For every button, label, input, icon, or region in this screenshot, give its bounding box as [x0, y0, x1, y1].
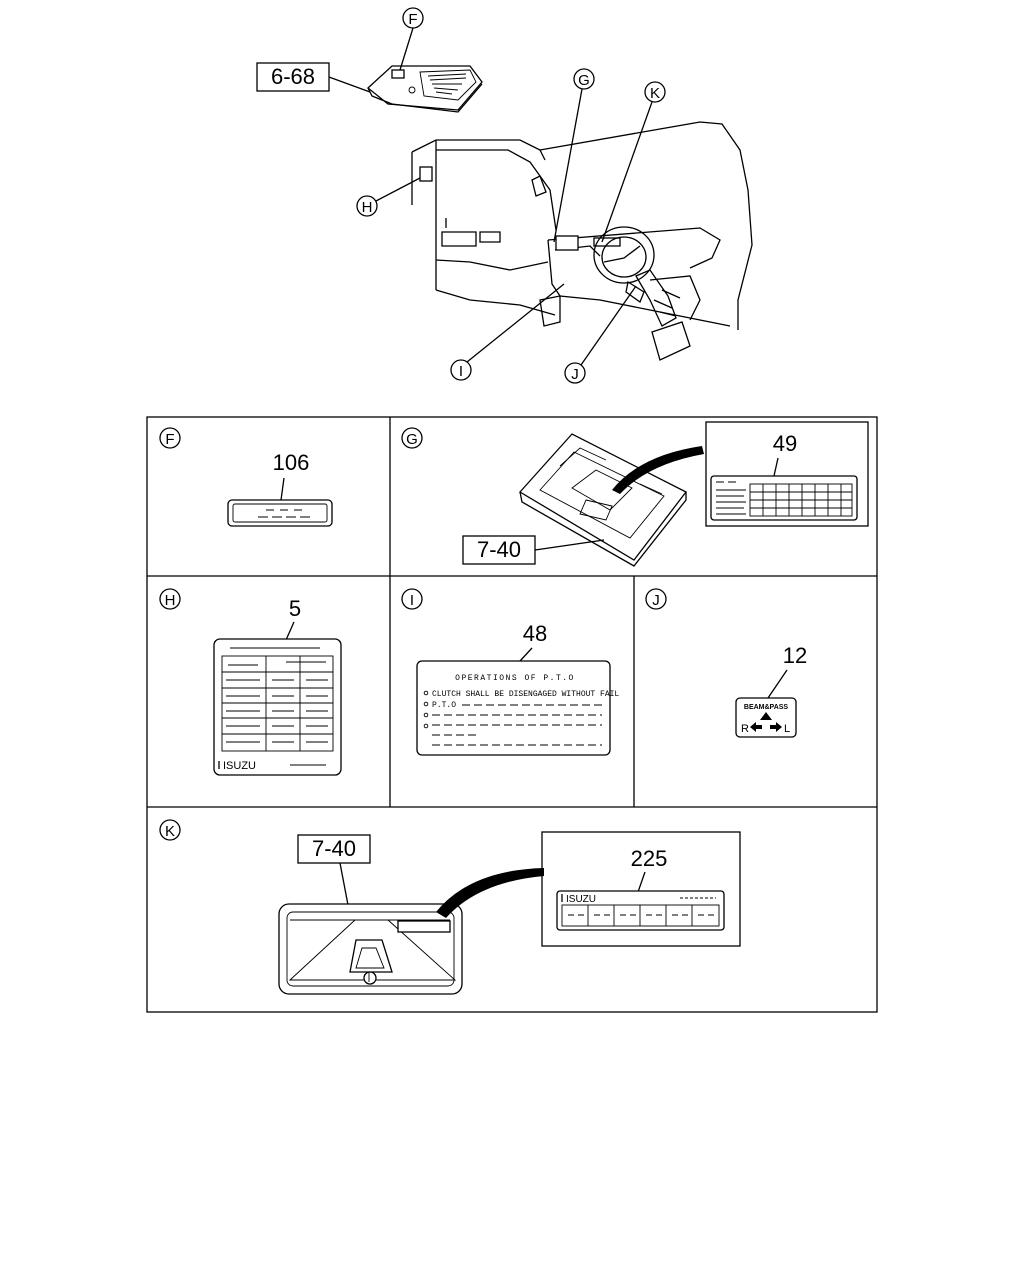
panel-J-letter: J	[652, 592, 660, 609]
part-number-12: 12	[783, 643, 807, 668]
svg-text:H: H	[362, 199, 373, 216]
svg-text:I: I	[459, 363, 463, 380]
panel-G-letter: G	[406, 431, 418, 448]
callout-I: I	[450, 283, 565, 381]
part-number-5: 5	[289, 596, 301, 621]
panel-I-letter: I	[410, 592, 414, 609]
isuzu-brand-H: ISUZU	[223, 760, 256, 772]
part-number-49: 49	[773, 431, 797, 456]
callout-F: F	[399, 7, 424, 71]
pto-label-title: OPERATIONS OF P.T.O	[455, 674, 575, 683]
pto-label-line2: P.T.O	[432, 701, 456, 710]
panel-H: H 5 ISUZU	[159, 588, 342, 776]
panel-F-letter: F	[165, 431, 174, 448]
callout-J: J	[564, 285, 637, 384]
callout-K: K	[601, 81, 666, 243]
part-number-106: 106	[273, 450, 310, 475]
svg-text:F: F	[408, 11, 417, 28]
panel-K-ref: 7-40	[312, 836, 356, 861]
svg-text:K: K	[650, 85, 660, 102]
callout-H: H	[356, 177, 421, 217]
panel-J: J 12 BEAM&PASS R L	[645, 588, 807, 738]
panel-G: G 7-40 49	[401, 421, 869, 567]
svg-text:G: G	[578, 72, 590, 89]
panel-K: K 7-40 225 ISUZU	[159, 819, 741, 995]
beam-pass-label: BEAM&PASS	[744, 704, 789, 711]
panel-G-ref: 7-40	[477, 537, 521, 562]
callout-G: G	[553, 68, 595, 243]
cab-interior-drawing	[411, 121, 753, 361]
cab-overview: 6-68	[256, 7, 753, 384]
ref-6-68-label: 6-68	[271, 64, 315, 89]
beam-label-l: L	[784, 723, 790, 735]
svg-text:J: J	[571, 366, 579, 383]
ref-box-6-68	[256, 62, 330, 92]
pto-label-line1: CLUTCH SHALL BE DISENGAGED WITHOUT FAIL	[432, 690, 619, 699]
panel-I: I 48 OPERATIONS OF P.T.O CLUTCH SHALL BE…	[401, 588, 619, 756]
panel-F: F 106	[159, 427, 333, 527]
part-number-48: 48	[523, 621, 547, 646]
panel-grid	[146, 416, 878, 1013]
isuzu-brand-K: ISUZU	[566, 894, 596, 905]
beam-label-r: R	[741, 723, 749, 735]
panel-K-letter: K	[165, 823, 175, 840]
part-number-225: 225	[631, 846, 668, 871]
panel-H-letter: H	[165, 592, 176, 609]
roof-lamp-drawing	[367, 65, 483, 113]
